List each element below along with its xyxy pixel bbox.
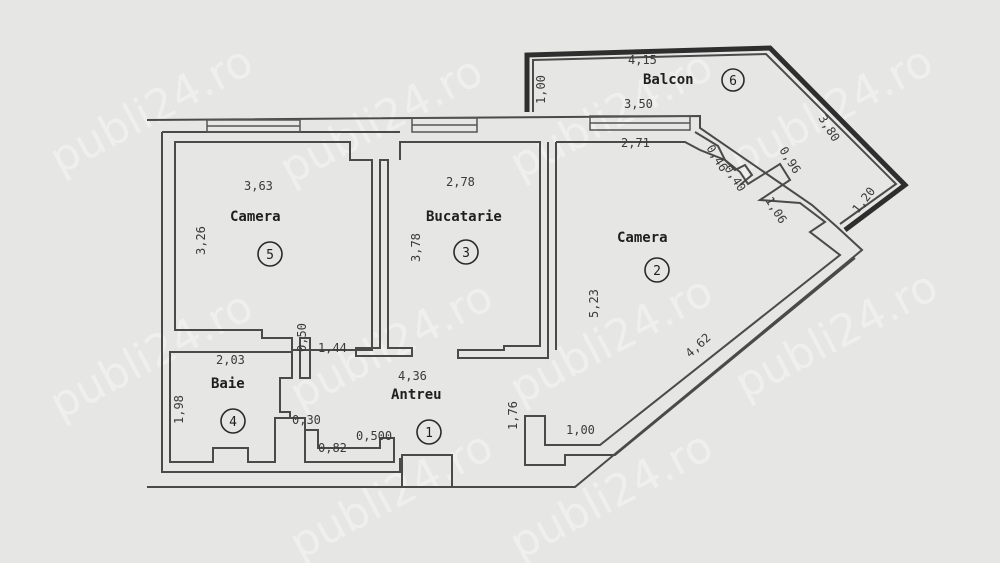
partition-wall <box>355 159 413 357</box>
room-number-2: 2 <box>653 264 661 279</box>
room-number-4: 4 <box>229 415 237 430</box>
room-number-3: 3 <box>462 246 470 261</box>
exterior-wall <box>146 114 864 488</box>
bucatarie-walls <box>399 141 549 359</box>
dim-antreu-bottom: 1,00 <box>566 423 595 437</box>
dim-camera2-top-outer: 3,50 <box>624 97 653 111</box>
dim-balcon-top: 4,15 <box>628 53 657 67</box>
room-number-circle <box>257 241 283 267</box>
watermark: publi24.ro <box>501 420 721 563</box>
watermark: publi24.ro <box>41 35 261 184</box>
camera2-walls <box>524 141 856 466</box>
dim-corridor-2: 0,50 <box>295 323 309 352</box>
dim-camera2-diag: 4,62 <box>683 330 714 360</box>
room-number-circle <box>453 239 479 265</box>
dim-camera5-height: 3,26 <box>194 226 208 255</box>
room-number-1: 1 <box>425 426 433 441</box>
dim-baie-height: 1,98 <box>172 395 186 424</box>
room-number-circle <box>416 419 442 445</box>
dim-balcon-left: 1,00 <box>534 75 548 104</box>
dim-camera2-top-inner: 2,71 <box>621 136 650 150</box>
camera5-walls <box>174 141 373 351</box>
watermark-layer: publi24.ro publi24.ro publi24.ro publi24… <box>41 35 946 563</box>
camera2-step-detail <box>694 131 754 186</box>
dim-camera2-step: 1,06 <box>762 194 789 226</box>
dim-bucatarie-height: 3,78 <box>409 233 423 262</box>
room-name-antreu: Antreu <box>391 387 442 403</box>
windows <box>206 115 691 133</box>
room-number-circle <box>644 257 670 283</box>
dim-baie-nook-2: 0,82 <box>318 441 347 455</box>
balcony-inner <box>532 52 898 225</box>
dim-baie-nook-1: 0,30 <box>292 413 321 427</box>
dim-camera5-width: 3,63 <box>244 179 273 193</box>
dim-baie-nook-3: 0,500 <box>356 429 392 443</box>
watermark: publi24.ro <box>271 45 491 194</box>
room-name-bucatarie: Bucatarie <box>426 209 502 225</box>
dim-antreu-width: 4,36 <box>398 369 427 383</box>
corridor-walls <box>299 337 311 379</box>
dim-corridor-1: 1,44 <box>318 341 347 355</box>
room-number-circle <box>220 408 246 434</box>
room-name-balcon: Balcon <box>643 72 694 88</box>
dim-camera2-left: 5,23 <box>587 289 601 318</box>
dim-antreu-left: 1,76 <box>506 401 520 430</box>
watermark: publi24.ro <box>501 40 721 189</box>
room-name-camera-5: Camera <box>230 209 281 225</box>
room-number-5: 5 <box>266 248 274 263</box>
baie-walls <box>169 351 293 463</box>
room-number-6: 6 <box>729 74 737 89</box>
dim-bucatarie-width: 2,78 <box>446 175 475 189</box>
room-name-camera-2: Camera <box>617 230 668 246</box>
room-name-baie: Baie <box>211 376 245 392</box>
dim-baie-width: 2,03 <box>216 353 245 367</box>
room-number-circle <box>721 68 745 92</box>
baie-nook <box>290 417 395 463</box>
balcony-outline <box>524 45 909 232</box>
